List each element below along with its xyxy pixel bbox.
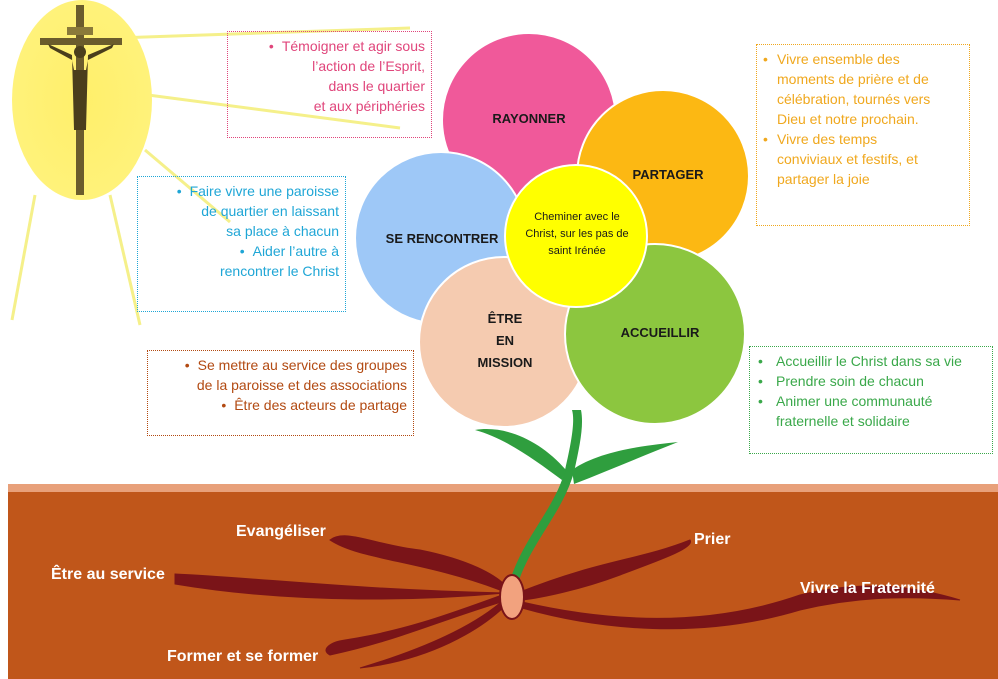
- stem: [475, 410, 678, 590]
- crucifix-icon: [40, 5, 122, 195]
- line: de la paroisse et des associations: [196, 377, 407, 393]
- line: sa place à chacun: [226, 223, 339, 239]
- box-accueillir: • Accueillir le Christ dans sa vie • Pre…: [749, 346, 993, 454]
- box-accueillir-item-2: • Prendre soin de chacun: [756, 371, 986, 391]
- box-rayonner-line-2: l’action de l’Esprit,: [312, 58, 425, 74]
- box-se-rencontrer-item-2: •Aider l’autre à rencontrer le Christ: [144, 241, 339, 281]
- line: Vivre des temps: [777, 131, 878, 147]
- box-accueillir-item-3: • Animer une communauté fraternelle et s…: [756, 391, 986, 431]
- box-partager-item-2: • Vivre des temps conviviaux et festifs,…: [763, 129, 963, 189]
- root-label-vivre-fraternite: Vivre la Fraternité: [800, 580, 935, 597]
- box-partager-item-1: • Vivre ensemble des moments de prière e…: [763, 49, 963, 129]
- sun: [12, 0, 152, 200]
- box-rayonner-line-4: et aux périphéries: [313, 98, 425, 114]
- label-mission-line-1: ÊTRE: [487, 311, 523, 326]
- center-text: Cheminer avec le Christ, sur les pas de …: [525, 211, 629, 257]
- line: Prendre soin de chacun: [776, 373, 924, 389]
- label-partager: PARTAGER: [632, 167, 704, 182]
- bullet-icon: •: [758, 393, 763, 409]
- leaf-right: [572, 442, 678, 484]
- box-rayonner-line-3: dans le quartier: [328, 78, 425, 94]
- label-mission-line-3: MISSION: [477, 355, 533, 370]
- box-rayonner: •Témoigner et agir sous l’action de l’Es…: [227, 31, 432, 138]
- box-mission: •Se mettre au service des groupes de la …: [147, 350, 414, 436]
- bullet-icon: •: [763, 51, 768, 67]
- line: Vivre ensemble des: [777, 51, 900, 67]
- root-label-evangeliser: Evangéliser: [236, 523, 326, 540]
- sun-rays: [10, 26, 411, 326]
- line: conviviaux et festifs, et: [777, 151, 918, 167]
- box-se-rencontrer-item-1: •Faire vivre une paroisse de quartier en…: [144, 181, 339, 241]
- box-se-rencontrer: •Faire vivre une paroisse de quartier en…: [137, 176, 346, 312]
- line: •Être des acteurs de partage: [221, 397, 407, 413]
- bullet-icon: •: [758, 373, 763, 389]
- soil-top-band: [8, 484, 998, 494]
- line: •Faire vivre une paroisse: [176, 183, 339, 199]
- bullet-icon: •: [184, 357, 190, 373]
- line: •Se mettre au service des groupes: [184, 357, 407, 373]
- line: •Aider l’autre à: [239, 243, 339, 259]
- bullet-icon: •: [239, 243, 245, 259]
- line: partager la joie: [777, 171, 870, 187]
- bullet-icon: •: [221, 397, 227, 413]
- box-rayonner-line-1: •Témoigner et agir sous: [268, 38, 425, 54]
- box-partager: • Vivre ensemble des moments de prière e…: [756, 44, 970, 226]
- roots: [174, 535, 961, 669]
- box-mission-item-2: •Être des acteurs de partage: [154, 395, 407, 415]
- bullet-icon: •: [763, 131, 768, 147]
- root-label-former: Former et se former: [167, 648, 319, 665]
- seed: [499, 574, 525, 620]
- label-etre-en-mission: ÊTRE EN MISSION: [465, 308, 545, 374]
- label-rayonner: RAYONNER: [492, 111, 566, 126]
- line: Accueillir le Christ dans sa vie: [776, 353, 962, 369]
- root-label-prier: Prier: [694, 531, 731, 548]
- bullet-icon: •: [268, 38, 274, 54]
- box-mission-item-1: •Se mettre au service des groupes de la …: [154, 355, 407, 395]
- leaf-left: [475, 429, 566, 480]
- line: de quartier en laissant: [201, 203, 339, 219]
- bullet-icon: •: [758, 353, 763, 369]
- flower-center: [504, 164, 648, 308]
- label-accueillir: ACCUEILLIR: [620, 325, 700, 340]
- box-rayonner-item: •Témoigner et agir sous l’action de l’Es…: [234, 36, 425, 116]
- label-mission-line-2: EN: [495, 333, 515, 348]
- line: moments de prière et de: [777, 71, 929, 87]
- line: rencontrer le Christ: [219, 263, 339, 279]
- line: Animer une communauté: [776, 393, 933, 409]
- bullet-icon: •: [176, 183, 182, 199]
- line: célébration, tournés vers: [777, 91, 931, 107]
- root-label-etre-au-service: Être au service: [51, 566, 165, 583]
- line: Dieu et notre prochain.: [777, 111, 919, 127]
- box-accueillir-item-1: • Accueillir le Christ dans sa vie: [756, 351, 986, 371]
- label-se-rencontrer: SE RENCONTRER: [385, 231, 499, 246]
- line: fraternelle et solidaire: [776, 413, 910, 429]
